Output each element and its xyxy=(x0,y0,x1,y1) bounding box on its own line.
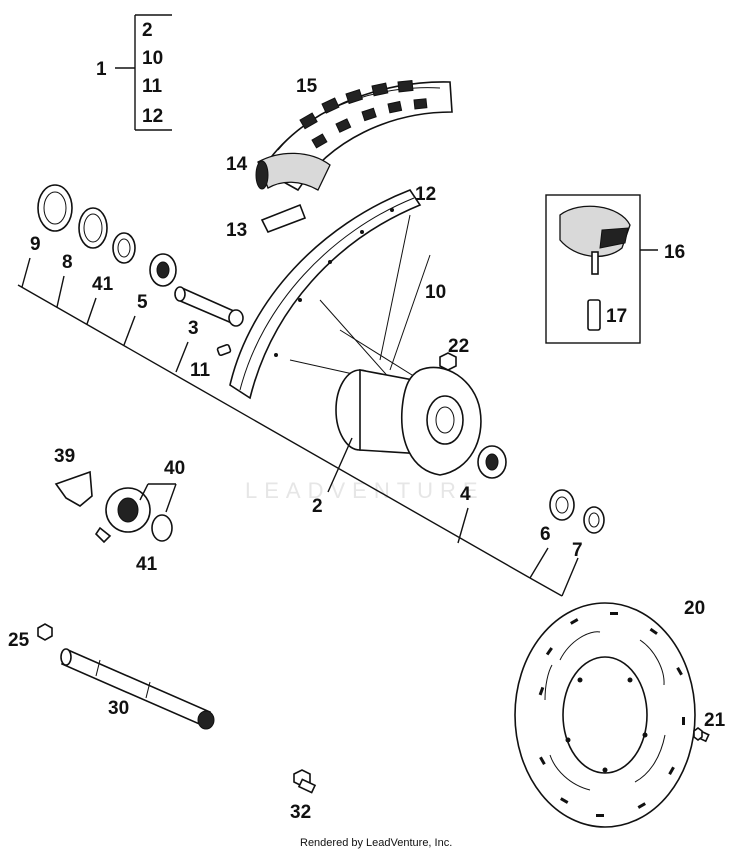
label-4: 4 xyxy=(460,484,471,505)
bolt-21 xyxy=(693,727,710,743)
spoke-nipple xyxy=(439,352,457,371)
kit-bracket xyxy=(115,14,172,131)
seal-7 xyxy=(583,506,605,534)
speedo-bracket xyxy=(139,483,177,513)
label-15: 15 xyxy=(296,76,318,97)
o-ring-8 xyxy=(78,207,108,249)
bearing-5 xyxy=(149,253,177,287)
label-30: 30 xyxy=(108,698,129,719)
seal-9 xyxy=(37,184,73,232)
rim-tape xyxy=(260,203,307,234)
label-7: 7 xyxy=(572,540,583,561)
spokes xyxy=(289,214,431,391)
label-10: 10 xyxy=(425,282,446,303)
label-20: 20 xyxy=(684,598,705,619)
valve-box xyxy=(545,194,658,344)
label-1: 1 xyxy=(96,59,107,80)
label-16: 16 xyxy=(664,242,685,263)
label-32: 32 xyxy=(290,802,311,823)
label-11: 11 xyxy=(190,360,211,381)
spacer-3 xyxy=(174,286,244,327)
label-12: 12 xyxy=(415,184,436,205)
speedo-clip-39 xyxy=(54,470,93,507)
axle-nut xyxy=(37,623,53,641)
label-22: 22 xyxy=(448,336,469,357)
wheel-hub xyxy=(335,366,482,476)
label-39: 39 xyxy=(54,446,75,467)
spacer-6 xyxy=(549,489,575,521)
circlip-41 xyxy=(112,232,136,264)
label-21: 21 xyxy=(704,710,726,731)
label-40: 40 xyxy=(164,458,185,479)
circlip-41b xyxy=(151,514,173,542)
footer-credit: Rendered by LeadVenture, Inc. xyxy=(300,837,452,849)
label-17: 17 xyxy=(606,306,627,327)
inner-tube xyxy=(255,152,331,191)
label-25: 25 xyxy=(8,630,30,651)
label-2: 2 xyxy=(312,496,323,517)
label-9: 9 xyxy=(30,234,41,255)
axle xyxy=(60,648,215,730)
watermark: LEADVENTURE xyxy=(245,478,485,503)
speedo-drive-40 xyxy=(94,487,151,544)
label-41: 41 xyxy=(92,274,114,295)
bolt-32 xyxy=(293,769,317,794)
brake-disc xyxy=(514,602,696,828)
assembly-leader-lines xyxy=(17,257,579,597)
label-1-item: 12 xyxy=(142,106,163,127)
label-1-item: 10 xyxy=(142,48,163,69)
label-8: 8 xyxy=(62,252,73,273)
screw-11 xyxy=(216,343,232,357)
rim xyxy=(229,189,422,400)
bearing-4 xyxy=(477,445,507,479)
label-3: 3 xyxy=(188,318,199,339)
label-6: 6 xyxy=(540,524,551,545)
label-5: 5 xyxy=(137,292,148,313)
label-41: 41 xyxy=(136,554,158,575)
label-14: 14 xyxy=(226,154,248,175)
label-1-item: 11 xyxy=(142,76,163,97)
label-1-item: 2 xyxy=(142,20,153,41)
label-13: 13 xyxy=(226,220,247,241)
